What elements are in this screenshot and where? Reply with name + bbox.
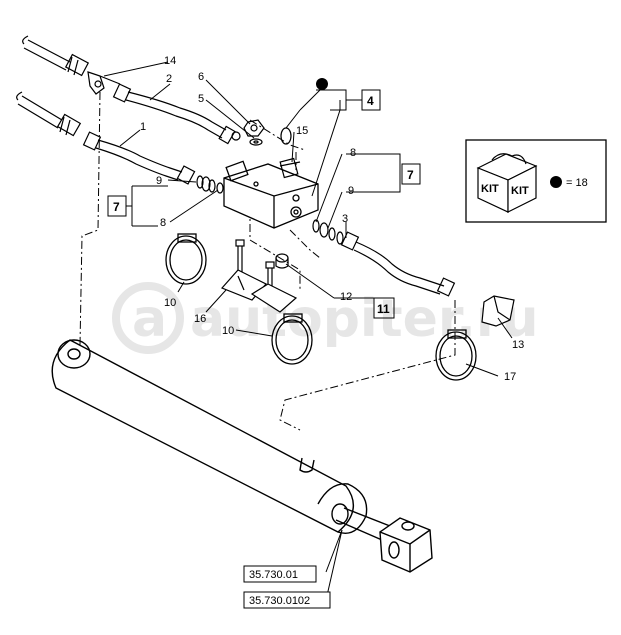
leader-lines	[103, 61, 513, 601]
box-ref-4: 4	[367, 94, 374, 108]
reference-35-730-0102: 35.730.0102	[249, 595, 310, 607]
pipe-2	[112, 83, 241, 145]
callout-14: 14	[164, 55, 176, 67]
hose-lower	[16, 91, 82, 137]
hose-upper	[22, 35, 90, 77]
washer-5	[249, 138, 263, 146]
callout-16: 16	[194, 313, 206, 325]
callout-9-left: 9	[156, 175, 162, 187]
o-ring-4	[280, 127, 292, 145]
callout-13: 13	[512, 339, 524, 351]
kit-package-icon	[476, 153, 538, 213]
callout-10-lower: 10	[222, 325, 234, 337]
callout-2: 2	[166, 73, 172, 85]
callout-numbers: 1 2 3 5 6 8 8 9 9 10 10 12 13 14 15 16 1…	[140, 55, 524, 383]
clamp-10-upper	[165, 233, 207, 285]
callout-1: 1	[140, 121, 146, 133]
reference-boxes: 35.730.01 35.730.0102	[243, 565, 331, 609]
callout-9-right: 9	[348, 185, 354, 197]
callout-10-upper: 10	[164, 297, 176, 309]
kit-dot-icon	[550, 176, 562, 188]
kit-equals-18: = 18	[566, 177, 588, 189]
box-ref-7-right: 7	[407, 168, 414, 182]
pipe-3	[340, 231, 456, 297]
kit-box: KIT KIT = 18	[465, 139, 607, 223]
nut-6	[243, 119, 265, 137]
callout-8-left: 8	[160, 217, 166, 229]
callout-12: 12	[340, 291, 352, 303]
box-ref-11: 11	[377, 302, 390, 316]
callout-17: 17	[504, 371, 516, 383]
kit-label-right: KIT	[511, 185, 529, 197]
callout-6: 6	[198, 71, 204, 83]
boxed-refs	[107, 89, 421, 319]
elbow-fitting-14	[87, 71, 121, 95]
reference-35-730-01: 35.730.01	[249, 569, 298, 581]
bracket-16	[220, 269, 298, 313]
kit-label-left: KIT	[481, 183, 499, 195]
callout-8-right: 8	[350, 147, 356, 159]
callout-5: 5	[198, 93, 204, 105]
watermark-a: a	[132, 289, 167, 349]
clamp-17	[435, 329, 477, 381]
hydraulic-cylinder	[51, 339, 391, 541]
pipe-1	[82, 131, 196, 185]
watermark: a autopiter.ru	[112, 282, 539, 354]
fitting-15	[279, 157, 301, 179]
seals-left	[196, 175, 224, 194]
seals-right	[312, 219, 344, 245]
clamp-10-lower	[271, 313, 313, 365]
callout-3: 3	[342, 213, 348, 225]
bracket-13	[481, 295, 515, 327]
valve-block	[223, 160, 319, 229]
kit-dot-marker	[316, 78, 328, 90]
box-ref-7-left: 7	[113, 200, 120, 214]
callout-15: 15	[296, 125, 308, 137]
rod-end-block	[379, 517, 433, 573]
